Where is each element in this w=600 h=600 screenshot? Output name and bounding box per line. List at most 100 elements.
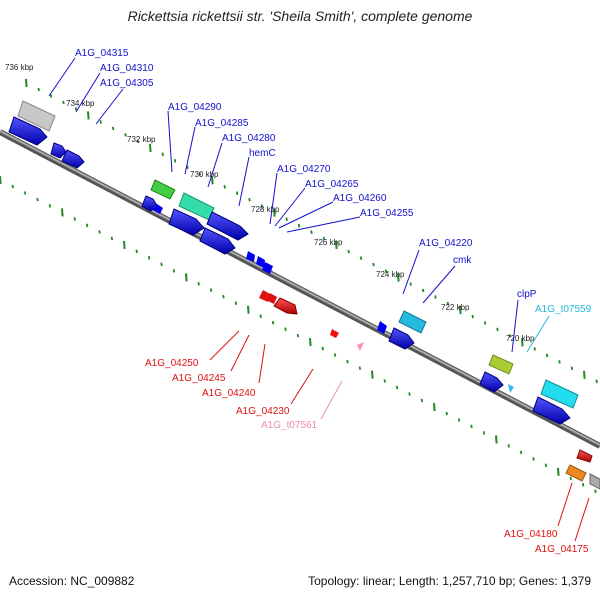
minor-tick [271,320,275,325]
minor-tick [358,366,362,370]
minor-tick [446,301,450,306]
gene-label: A1G_04240 [202,388,256,399]
minor-tick [507,444,510,448]
gene-feature [589,473,600,490]
kbp-label: 720 kbp [506,334,535,343]
gene-label: A1G_04255 [360,208,414,219]
minor-tick [74,107,78,111]
gene-feature [17,100,56,132]
minor-tick [284,327,287,331]
minor-tick [533,347,536,351]
gene-feature [388,327,415,350]
kbp-label: 728 kbp [251,205,280,214]
gene-feature [576,449,593,463]
minor-tick [457,418,461,422]
major-tick [335,241,338,250]
kbp-tick-track-lower [0,175,597,494]
gene-feature [8,116,48,146]
minor-tick [569,476,572,481]
gene-feature [357,342,364,351]
minor-tick [434,295,437,299]
major-tick [61,208,64,217]
forward-strand-genes [8,100,579,425]
kbp-label: 736 kbp [5,63,34,72]
minor-tick [372,262,375,267]
minor-tick [581,483,585,487]
kbp-label: 730 kbp [190,170,219,179]
accession-text: Accession: NC_009882 [9,574,135,588]
minor-tick [223,185,226,189]
major-tick [459,305,462,315]
major-tick [309,338,312,347]
minor-tick [297,223,301,228]
kbp-labels: 736 kbp 734 kbp 732 kbp 730 kbp 728 kbp … [5,63,535,343]
minor-tick [558,360,561,364]
minor-tick [198,172,202,176]
major-tick [0,175,2,185]
gene-label: A1G_04290 [168,102,222,113]
minor-tick [544,463,548,468]
minor-tick [383,379,386,383]
minor-tick [496,327,499,332]
gene-label: A1G_t07559 [535,304,592,315]
major-tick [149,143,152,152]
minor-tick [111,126,115,131]
gene-feature [246,251,255,262]
major-tick [371,370,374,379]
minor-tick [409,282,412,286]
major-tick [521,338,524,347]
minor-tick [235,191,239,195]
minor-tick [73,217,76,221]
minor-tick [160,262,163,267]
gene-feature [273,297,298,315]
minor-tick [259,314,262,318]
minor-tick [471,314,474,319]
minor-tick [322,236,326,241]
gene-feature [256,256,265,268]
gene-feature [398,310,427,334]
minor-tick [197,282,200,286]
minor-tick [48,204,52,208]
minor-tick [508,334,512,338]
gene-label: cmk [453,255,472,266]
major-tick [123,240,126,249]
kbp-label: 722 kbp [441,303,470,312]
gene-feature [565,464,587,482]
gene-feature [508,384,514,393]
minor-tick [532,457,535,461]
major-tick [557,467,560,476]
minor-tick [248,197,251,202]
major-tick [247,305,250,314]
genome-axis [0,129,600,449]
minor-tick [482,431,486,435]
minor-tick [173,159,177,163]
gene-label: A1G_04310 [100,63,154,74]
gene-feature [479,371,504,393]
minor-tick [519,450,523,455]
minor-tick [310,230,313,234]
forward-gene-labels: A1G_04315 A1G_04310 A1G_04305 A1G_04290 … [48,48,592,353]
minor-tick [359,256,363,260]
minor-tick [110,236,114,241]
major-tick [397,273,400,282]
gene-label: A1G_04245 [172,373,226,384]
gene-feature [150,179,176,200]
minor-tick [136,139,140,144]
gene-label: A1G_04220 [419,238,473,249]
minor-tick [85,223,89,228]
major-tick [87,111,90,120]
kbp-label: 732 kbp [127,135,156,144]
gene-feature [50,142,67,159]
reverse-gene-labels: A1G_04250 A1G_04245 A1G_04240 A1G_04230 … [145,330,590,555]
topology-text: Topology: linear; Length: 1,257,710 bp; … [308,574,591,588]
gene-feature [377,321,387,334]
gene-feature [61,149,85,169]
major-tick [211,176,214,185]
minor-tick [147,256,151,260]
minor-tick [11,184,14,189]
gene-feature [266,293,277,304]
minor-tick [285,217,288,221]
minor-tick [594,489,597,494]
gene-label: A1G_04230 [236,406,290,417]
